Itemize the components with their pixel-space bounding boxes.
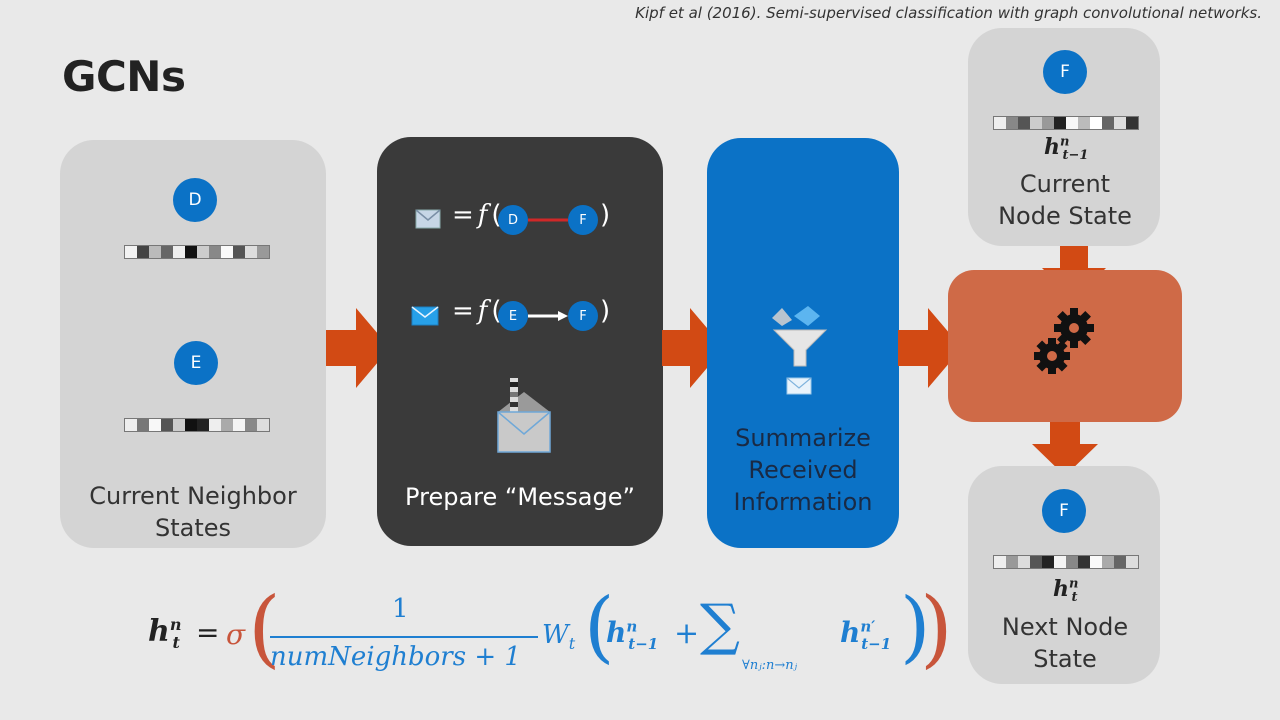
flow-arrow-1 — [326, 308, 390, 388]
gcn-update-formula: hnt = σ ( 1 numNeighbors + 1 Wt ( hnt−1 … — [148, 586, 953, 692]
function-f: f — [477, 296, 488, 326]
node-f-next: F — [1042, 489, 1086, 533]
state-vector-f-current — [993, 116, 1139, 130]
h-base: h — [1044, 134, 1060, 160]
open-paren: ( — [491, 296, 502, 326]
lhs-sup: n — [169, 615, 182, 634]
node-f-small: F — [568, 301, 598, 331]
prepare-message-label: Prepare “Message” — [405, 483, 635, 511]
slide-title: GCNs — [62, 52, 186, 101]
summarize-label: Summarize Received Information — [733, 424, 873, 516]
state-vector-d — [124, 245, 270, 259]
current-node-state-label: Current Node State — [998, 170, 1132, 230]
prepare-message-panel — [377, 137, 663, 546]
formula-equals: = — [196, 616, 220, 649]
h1-base: h — [606, 616, 627, 649]
formula-open-paren-outer: ( — [248, 579, 281, 677]
lhs-sub: t — [172, 633, 180, 652]
open-envelope-icon — [497, 378, 551, 453]
formula-close-paren-outer: ) — [920, 579, 953, 677]
h-prev-symbol: hnt−1 — [1044, 134, 1088, 163]
h1-sup: n — [626, 617, 638, 636]
h1-sub: t−1 — [628, 634, 659, 653]
h-base: h — [1053, 576, 1069, 602]
h2-sub: t−1 — [861, 634, 892, 653]
node-e-small: E — [498, 301, 528, 331]
next-node-state-label: Next Node State — [1001, 613, 1129, 673]
h-sup: n — [1060, 134, 1070, 150]
w-sub: t — [568, 634, 576, 654]
formula-sigma: σ — [226, 618, 246, 651]
edge-e-to-f — [528, 311, 568, 321]
node-d: D — [173, 178, 217, 222]
state-vector-e — [124, 418, 270, 432]
formula-h-neighbor: hn′t−1 — [840, 616, 891, 653]
state-vector-f-next — [993, 555, 1139, 569]
formula-w: Wt — [542, 620, 575, 653]
formula-sum-sub: ∀nⱼ:n→nⱼ — [742, 658, 798, 673]
close-paren: ) — [600, 296, 611, 326]
function-f: f — [477, 200, 488, 230]
message-equation-2: = f ( — [452, 296, 502, 326]
formula-close-paren-inner: ) — [900, 582, 931, 672]
h2-sup: n′ — [860, 617, 876, 636]
funnel-icon — [772, 306, 828, 395]
equals-sign: = — [452, 296, 474, 326]
equals-sign: = — [452, 200, 474, 230]
h2-base: h — [840, 616, 861, 649]
edge-d-to-f — [528, 218, 568, 222]
formula-lhs: hnt — [148, 614, 182, 652]
flow-arrow-down-2 — [1032, 422, 1098, 476]
node-f-small: F — [568, 205, 598, 235]
message-equation-1: = f ( — [452, 200, 502, 230]
node-f: F — [1043, 50, 1087, 94]
formula-sum: ∑ — [700, 593, 740, 658]
formula-fraction-bar — [270, 636, 538, 638]
close-paren: ) — [600, 200, 611, 230]
h-next-symbol: hnt — [1053, 576, 1079, 606]
node-e: E — [174, 341, 218, 385]
h-sub: t−1 — [1062, 148, 1089, 164]
lhs-h: h — [148, 614, 170, 649]
formula-open-paren-inner: ( — [584, 582, 615, 672]
gears-icon — [1034, 308, 1094, 374]
formula-denominator: numNeighbors + 1 — [270, 642, 521, 672]
node-d-small: D — [498, 205, 528, 235]
formula-plus: + — [674, 616, 700, 651]
formula-h-prev: hnt−1 — [606, 616, 658, 653]
formula-numerator: 1 — [392, 594, 409, 624]
citation: Kipf et al (2016). Semi-supervised class… — [635, 4, 1262, 22]
h-sup: n — [1069, 576, 1079, 592]
open-paren: ( — [491, 200, 502, 230]
neighbor-states-label: Current Neighbor States — [89, 482, 297, 542]
flow-arrow-2 — [662, 308, 724, 388]
w-letter: W — [542, 620, 569, 650]
flow-arrow-3 — [898, 308, 962, 388]
envelope-icon — [411, 306, 439, 326]
h-sub: t — [1071, 590, 1078, 606]
envelope-icon — [415, 209, 441, 229]
